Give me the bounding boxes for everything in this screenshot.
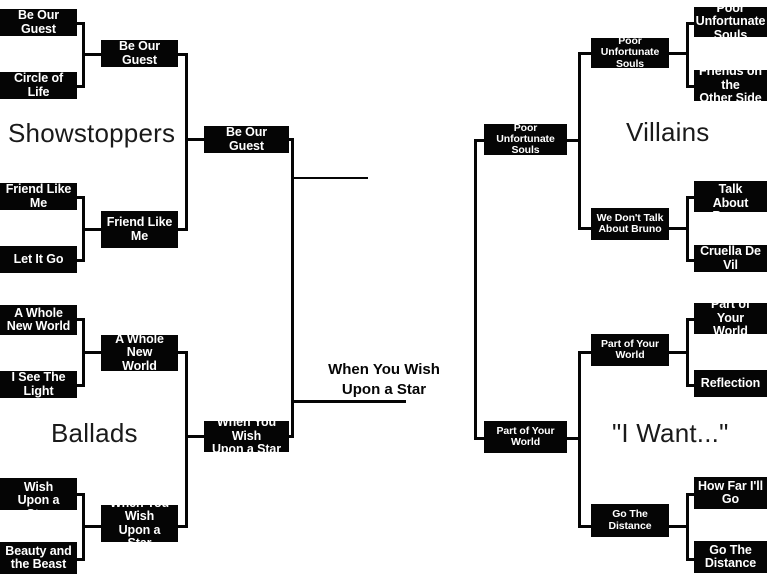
match-box[interactable]: Part of Your World	[694, 298, 767, 338]
connector-line	[686, 22, 689, 88]
connector-line	[185, 53, 188, 231]
match-box[interactable]: Part of Your World	[591, 334, 669, 366]
connector-line	[686, 493, 694, 496]
match-box[interactable]: A Whole New World	[0, 305, 77, 335]
connector-line	[474, 139, 484, 142]
connector-line	[178, 228, 188, 231]
match-box[interactable]: Cruella De Vil	[694, 244, 767, 272]
connector-line	[185, 435, 204, 438]
connector-line	[77, 558, 85, 561]
connector-line	[578, 525, 591, 528]
match-box[interactable]: Poor Unfortunate Souls	[694, 0, 767, 42]
connector-line	[474, 139, 477, 439]
match-box[interactable]: When You Wish Upon a Star	[0, 466, 77, 520]
match-box[interactable]: I See The Light	[0, 370, 77, 398]
match-box[interactable]: How Far I'll Go	[694, 477, 767, 509]
match-box[interactable]: Circle of Life	[0, 71, 77, 99]
match-box[interactable]: Beauty and the Beast	[0, 542, 77, 574]
match-box[interactable]: When You Wish Upon a Star	[101, 496, 178, 550]
connector-line	[567, 139, 581, 142]
connector-line	[178, 525, 188, 528]
region-title-showstoppers: Showstoppers	[8, 118, 176, 148]
connector-line	[669, 351, 689, 354]
connector-line	[567, 437, 581, 440]
match-box[interactable]: Go The Distance	[694, 541, 767, 573]
connector-line	[686, 259, 694, 262]
match-box[interactable]: Go The Distance	[591, 504, 669, 537]
connector-line	[686, 22, 694, 25]
champion-underline	[294, 400, 406, 403]
region-title-ballads: Ballads	[51, 418, 138, 448]
connector-line	[578, 227, 591, 230]
connector-line	[178, 351, 188, 354]
connector-line	[291, 177, 368, 179]
connector-line	[77, 384, 85, 387]
match-box[interactable]: Friends on the Other Side	[694, 65, 767, 105]
connector-line	[669, 227, 689, 230]
connector-line	[474, 437, 484, 440]
connector-line	[578, 351, 591, 354]
match-box[interactable]: Let It Go	[0, 246, 77, 273]
region-title-villains: Villains	[626, 117, 710, 147]
connector-line	[578, 52, 591, 55]
champion-label: When You Wish Upon a Star	[328, 361, 440, 399]
match-box[interactable]: Poor Unfortunate Souls	[484, 122, 567, 156]
connector-line	[291, 138, 294, 438]
connector-line	[82, 228, 101, 231]
connector-line	[77, 22, 85, 25]
match-box[interactable]: We Don't Talk About Bruno	[591, 208, 669, 240]
match-box[interactable]: Friend Like Me	[101, 211, 178, 248]
connector-line	[77, 318, 85, 321]
connector-line	[77, 493, 85, 496]
connector-line	[185, 351, 188, 528]
connector-line	[686, 318, 694, 321]
connector-line	[686, 558, 694, 561]
connector-line	[686, 384, 694, 387]
connector-line	[669, 525, 689, 528]
connector-line	[77, 196, 85, 199]
match-box[interactable]: Poor Unfortunate Souls	[591, 35, 669, 69]
connector-line	[669, 52, 689, 55]
connector-line	[178, 53, 188, 56]
region-title-i-want: "I Want..."	[612, 418, 729, 448]
connector-line	[82, 53, 101, 56]
connector-line	[77, 259, 85, 262]
match-box[interactable]: Be Our Guest	[204, 125, 289, 153]
connector-line	[185, 138, 204, 141]
match-box[interactable]: When You Wish Upon a Star	[204, 416, 289, 456]
match-box[interactable]: A Whole New World	[101, 332, 178, 373]
match-box[interactable]: We Don't Talk About Bruno	[694, 169, 767, 223]
match-box[interactable]: Friend Like Me	[0, 182, 77, 210]
connector-line	[686, 196, 694, 199]
connector-line	[82, 525, 101, 528]
match-box[interactable]: Part of Your World	[484, 421, 567, 453]
match-box[interactable]: Be Our Guest	[0, 8, 77, 36]
match-box[interactable]: Be Our Guest	[101, 39, 178, 67]
match-box[interactable]: Reflection	[694, 370, 767, 397]
connector-line	[82, 351, 101, 354]
connector-line	[686, 85, 694, 88]
connector-line	[77, 85, 85, 88]
